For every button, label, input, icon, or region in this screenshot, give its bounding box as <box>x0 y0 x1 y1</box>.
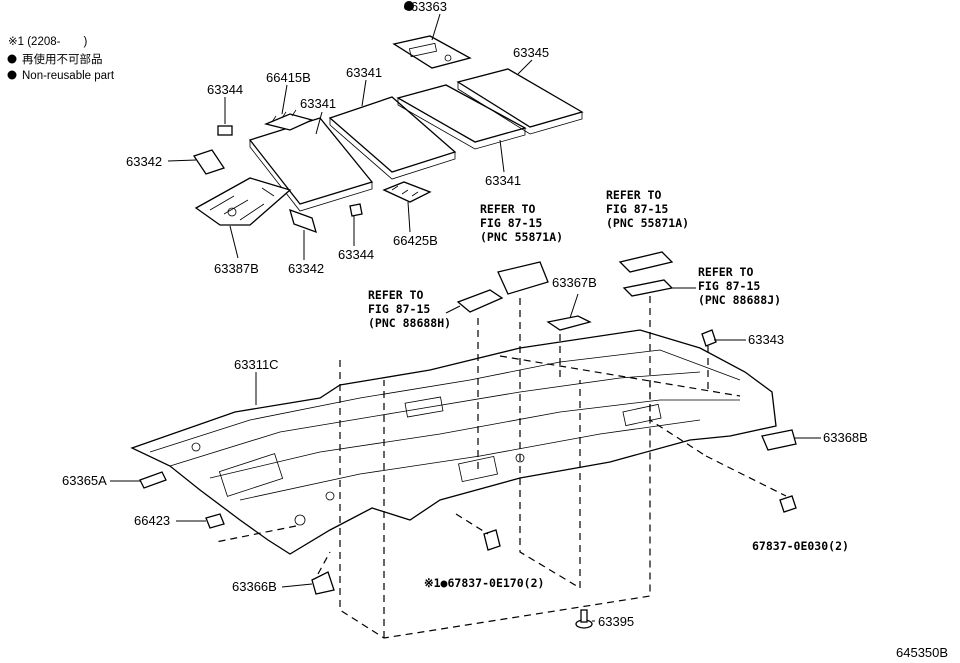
panel-63341-right <box>396 84 527 150</box>
ref-line1: REFER TO <box>606 188 661 202</box>
label-63345: 63345 <box>513 45 549 60</box>
ref-line1: REFER TO <box>698 265 753 279</box>
label-63344: 63344 <box>338 247 374 262</box>
leader-lines <box>110 13 821 622</box>
label-63311c: 63311C <box>234 357 279 372</box>
ref-line2: FIG 87-15 <box>698 279 760 293</box>
label-63343: 63343 <box>748 332 784 347</box>
part-66415b-shape <box>263 109 314 131</box>
refer-note-55871a-mid: REFER TO FIG 87-15 (PNC 55871A) <box>480 202 563 244</box>
refer-88688j-shape <box>622 279 674 297</box>
label-63365a: 63365A <box>62 473 107 488</box>
label-63342: 63342 <box>288 261 324 276</box>
label-63341: 63341 <box>300 96 336 111</box>
ref-line2: FIG 87-15 <box>606 202 668 216</box>
clip-67837-0e170-shape <box>483 529 501 551</box>
label-66415b: 66415B <box>266 70 311 85</box>
part-63344-shape <box>217 125 233 136</box>
screw-63395-shape <box>575 609 593 629</box>
legend-en: Non-reusable part <box>22 70 115 82</box>
part-63344-shape <box>349 203 363 217</box>
refer-note-55871a-right: REFER TO FIG 87-15 (PNC 55871A) <box>606 188 689 230</box>
ref-line1: REFER TO <box>368 288 423 302</box>
label-67837-0e030: 67837-0E030(2) <box>752 539 849 553</box>
label-67837-0e170: ※1●67837-0E170(2) <box>424 576 544 590</box>
part-63342-shape <box>289 208 317 234</box>
part-63342-shape <box>192 149 226 175</box>
part-63368b-shape <box>761 429 797 451</box>
ref-line2: FIG 87-15 <box>368 302 430 316</box>
part-63343-shape <box>701 329 717 347</box>
part-63367b-shape <box>546 315 592 331</box>
legend-note: ※1 (2208- ) <box>8 36 87 48</box>
bullet-icon <box>7 54 17 64</box>
refer-note-88688j: REFER TO FIG 87-15 (PNC 88688J) <box>698 265 781 307</box>
refer-55871a-mid-shape <box>497 261 549 295</box>
label-63342: 63342 <box>126 154 162 169</box>
label-63366b: 63366B <box>232 579 277 594</box>
label-63341: 63341 <box>346 65 382 80</box>
refer-55871a-left-shape <box>456 289 504 313</box>
label-63395: 63395 <box>598 614 634 629</box>
panel-63341-mid <box>328 96 457 180</box>
refer-55871a-right-shape <box>618 251 674 273</box>
ref-line3: (PNC 55871A) <box>480 230 563 244</box>
ref-line2: FIG 87-15 <box>480 216 542 230</box>
refer-note-88688h: REFER TO FIG 87-15 (PNC 88688H) <box>368 288 451 330</box>
part-66425b-shape <box>382 181 432 203</box>
label-63341: 63341 <box>485 173 521 188</box>
legend-jp: 再使用不可部品 <box>22 52 103 66</box>
clip-67837-0e030-shape <box>779 495 797 513</box>
panel-63345 <box>456 68 584 135</box>
ref-line3: (PNC 88688H) <box>368 316 451 330</box>
label-63368b: 63368B <box>823 430 868 445</box>
bullet-icon <box>404 1 414 11</box>
headliner-63311c <box>130 329 777 555</box>
figure-code: 645350B <box>896 645 948 660</box>
label-63387b: 63387B <box>214 261 259 276</box>
label-63367b: 63367B <box>552 275 597 290</box>
part-63387b-shape <box>194 177 292 226</box>
label-66423: 66423 <box>134 513 170 528</box>
label-66425b: 66425B <box>393 233 438 248</box>
part-63365a-shape <box>139 471 167 489</box>
ref-line3: (PNC 55871A) <box>606 216 689 230</box>
part-63366b-shape <box>311 571 335 595</box>
part-63363-shape <box>392 35 472 69</box>
part-66423-shape <box>205 513 225 529</box>
label-63363: ●63363 <box>403 0 447 14</box>
ref-line1: REFER TO <box>480 202 535 216</box>
bullet-icon <box>7 70 17 80</box>
label-63344: 63344 <box>207 82 243 97</box>
dashed-guides <box>215 296 787 639</box>
ref-line3: (PNC 88688J) <box>698 293 781 307</box>
